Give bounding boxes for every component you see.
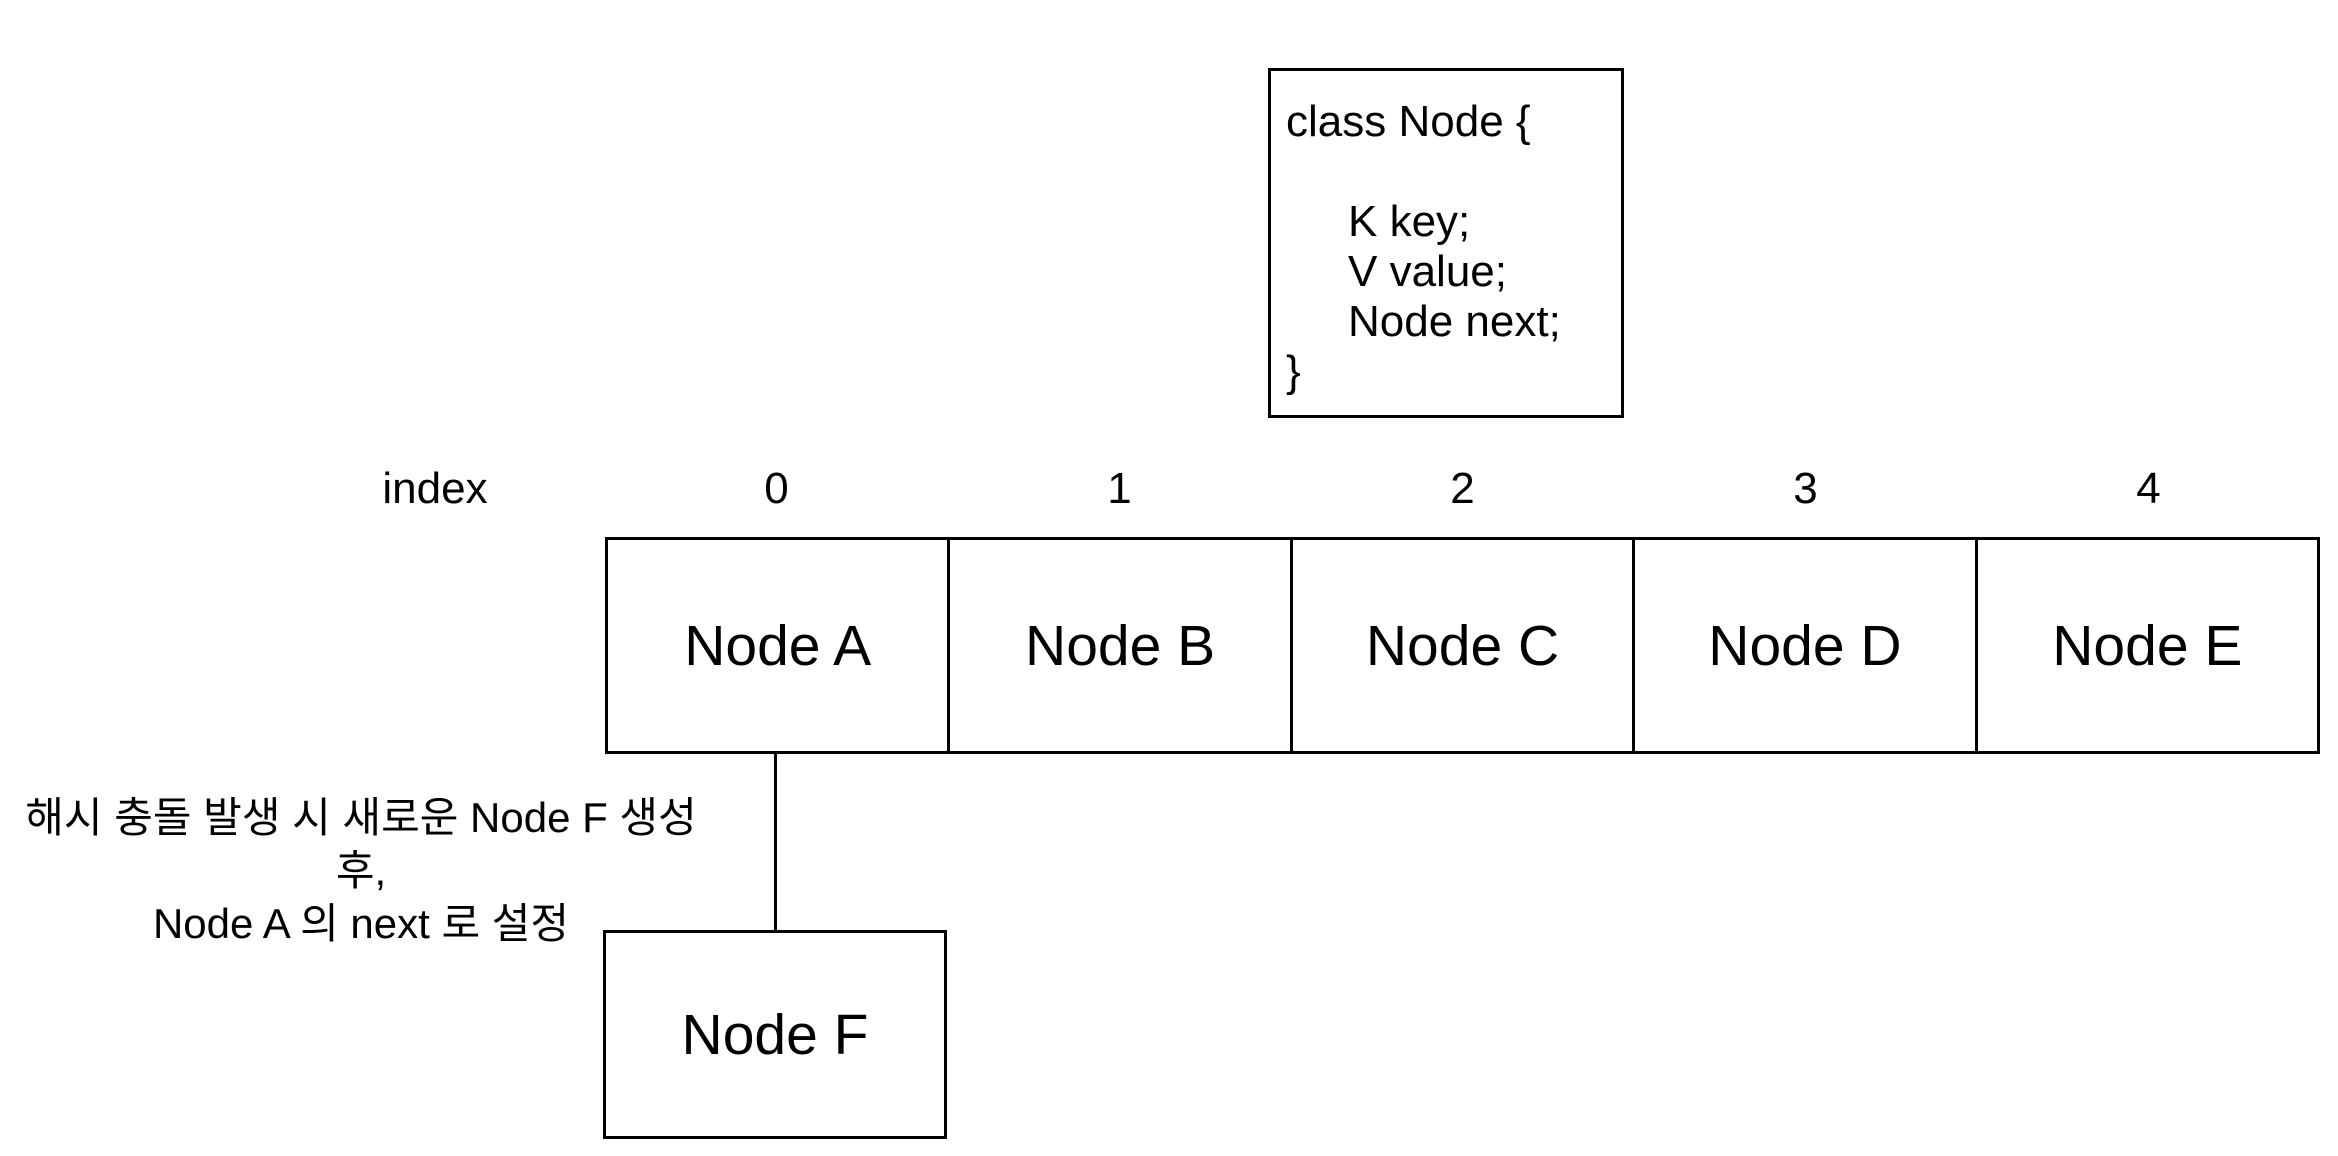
index-value-0: 0 [764,464,789,513]
bucket-cell-3: Node D [1632,540,1974,751]
code-line-key-field: K key; [1348,197,1471,246]
code-line-class-open: class Node { [1286,97,1531,146]
code-line-blank [1286,147,1611,197]
index-value-1: 1 [1107,464,1132,513]
index-value-2: 2 [1450,464,1475,513]
collision-annotation: 해시 충돌 발생 시 새로운 Node F 생성 후, Node A 의 nex… [5,791,717,950]
collision-annotation-line1: 해시 충돌 발생 시 새로운 Node F 생성 후, [25,794,697,894]
code-line-class-close: } [1286,347,1301,396]
bucket-cell-4: Node E [1974,540,2317,751]
code-line-value-field: V value; [1348,247,1507,296]
bucket-array: Node A Node B Node C Node D Node E [605,537,2320,754]
index-row-label: index [382,464,488,513]
chained-node-label: Node F [681,1002,869,1067]
class-definition-box: class Node { K key; V value; Node next; … [1268,68,1624,418]
index-value-3: 3 [1793,464,1818,513]
bucket-cell-1: Node B [947,540,1289,751]
bucket-label-node-d: Node D [1708,613,1902,678]
bucket-label-node-c: Node C [1365,613,1560,678]
connector-line-node-a-to-node-f [774,753,777,931]
bucket-label-node-e: Node E [2052,613,2243,678]
code-line-next-field: Node next; [1348,297,1561,346]
bucket-label-node-b: Node B [1025,613,1216,678]
bucket-label-node-a: Node A [684,613,872,678]
chained-node-box: Node F [603,930,947,1139]
collision-annotation-line2: Node A 의 next 로 설정 [152,900,570,947]
bucket-cell-2: Node C [1289,540,1632,751]
bucket-cell-0: Node A [608,540,947,751]
index-value-4: 4 [2136,464,2161,513]
